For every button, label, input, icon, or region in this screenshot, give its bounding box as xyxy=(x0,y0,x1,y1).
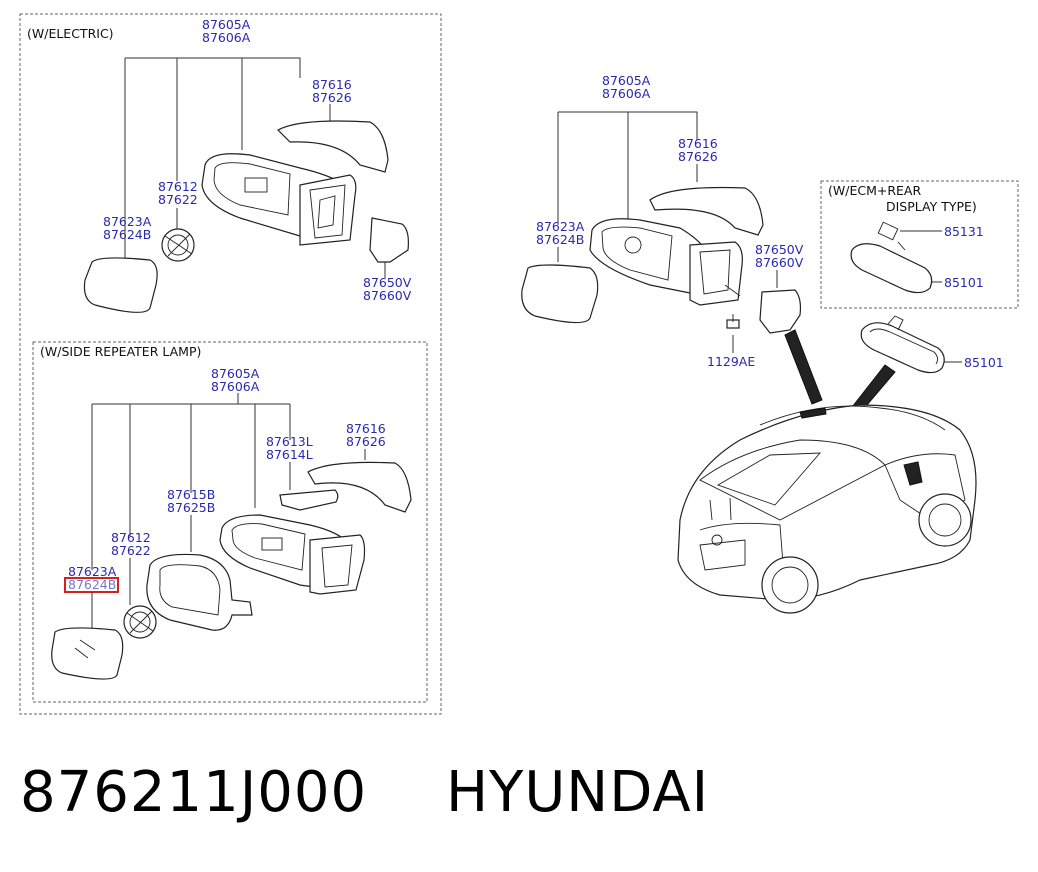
part-label-85131: 85131 xyxy=(944,224,984,239)
rear-view-mirror xyxy=(860,315,945,374)
part-label-87623A: 87623A xyxy=(68,564,117,579)
part-label-87616: 87616 xyxy=(346,421,386,436)
part-label-87605A: 87605A xyxy=(202,17,251,32)
part-label-87650V: 87650V xyxy=(755,242,804,257)
footer: 876211J000 HYUNDAI xyxy=(20,760,1020,850)
mirror-housing-assembly xyxy=(589,218,743,306)
electric-labels: 87605A 87606A 87616 87626 87612 87622 87… xyxy=(103,17,412,303)
part-label-87614L: 87614L xyxy=(266,447,313,462)
repeater-leader-lines xyxy=(91,393,366,628)
part-label-87622: 87622 xyxy=(111,543,151,558)
mirror-glass xyxy=(51,627,124,680)
ecm-section-title-2: DISPLAY TYPE) xyxy=(886,199,977,214)
ecm-rear-view-mirror xyxy=(850,221,933,294)
electric-parts xyxy=(83,120,409,313)
part-label-87606A: 87606A xyxy=(202,30,251,45)
part-label-87626: 87626 xyxy=(312,90,352,105)
part-label-87623A: 87623A xyxy=(103,214,152,229)
part-label-87626: 87626 xyxy=(346,434,386,449)
part-label-87660V: 87660V xyxy=(755,255,804,270)
location-arrow-mirror xyxy=(784,329,823,405)
part-label-87612: 87612 xyxy=(111,530,151,545)
part-label-87606A: 87606A xyxy=(211,379,260,394)
mirror-base-cover xyxy=(369,217,409,263)
mirror-cover xyxy=(307,461,412,513)
repeater-labels: 87605A 87606A 87616 87626 87613L 87614L … xyxy=(64,366,386,593)
mirror-cover xyxy=(649,186,764,236)
part-label-87612: 87612 xyxy=(158,179,198,194)
part-label-85101: 85101 xyxy=(944,275,984,290)
main-labels: 87605A 87606A 87616 87626 87623A 87624B … xyxy=(536,73,1004,370)
ecm-section-title-1: (W/ECM+REAR xyxy=(828,183,921,198)
part-label-85101-rear: 85101 xyxy=(964,355,1004,370)
mirror-actuator xyxy=(123,605,157,639)
part-label-87615B: 87615B xyxy=(167,487,215,502)
part-label-87623A: 87623A xyxy=(536,219,585,234)
repeater-parts xyxy=(51,461,412,680)
repeater-section-box xyxy=(32,341,428,703)
mirror-housing-assembly xyxy=(219,514,366,595)
electric-leader-lines xyxy=(124,57,386,278)
mirror-glass xyxy=(521,264,599,324)
mirror-actuator xyxy=(161,228,195,262)
part-label-87616: 87616 xyxy=(678,136,718,151)
ecm-section-box xyxy=(820,180,1019,309)
part-label-87626: 87626 xyxy=(678,149,718,164)
repeater-lamp xyxy=(279,489,339,511)
mirror-base-cover xyxy=(759,289,802,334)
parts-diagram: (W/ELECTRIC) (W/SIDE REPEATER LAMP) (W/E… xyxy=(19,13,1019,715)
part-label-87605A: 87605A xyxy=(602,73,651,88)
part-label-87625B: 87625B xyxy=(167,500,215,515)
footer-part-number: 876211J000 xyxy=(20,760,368,825)
main-parts xyxy=(521,186,945,374)
part-label-87622: 87622 xyxy=(158,192,198,207)
part-label-87660V: 87660V xyxy=(363,288,412,303)
mounting-bolt xyxy=(726,314,740,329)
mirror-frame xyxy=(146,553,253,631)
part-label-87605A: 87605A xyxy=(211,366,260,381)
part-label-87624B-highlighted: 87624B xyxy=(68,577,116,592)
part-label-1129AE: 1129AE xyxy=(707,354,755,369)
mirror-glass xyxy=(83,257,158,313)
electric-section-title: (W/ELECTRIC) xyxy=(27,26,114,41)
footer-brand: HYUNDAI xyxy=(446,760,710,825)
part-label-87613L: 87613L xyxy=(266,434,313,449)
part-label-87624B: 87624B xyxy=(536,232,584,247)
mirror-housing-assembly xyxy=(201,153,357,246)
repeater-section-title: (W/SIDE REPEATER LAMP) xyxy=(40,344,201,359)
main-leader-lines xyxy=(557,111,962,363)
mirror-cover xyxy=(277,120,389,173)
part-label-87606A: 87606A xyxy=(602,86,651,101)
electric-section-box xyxy=(19,13,442,715)
part-label-87650V: 87650V xyxy=(363,275,412,290)
car-illustration xyxy=(677,329,977,614)
part-label-87624B: 87624B xyxy=(103,227,151,242)
part-label-87616: 87616 xyxy=(312,77,352,92)
